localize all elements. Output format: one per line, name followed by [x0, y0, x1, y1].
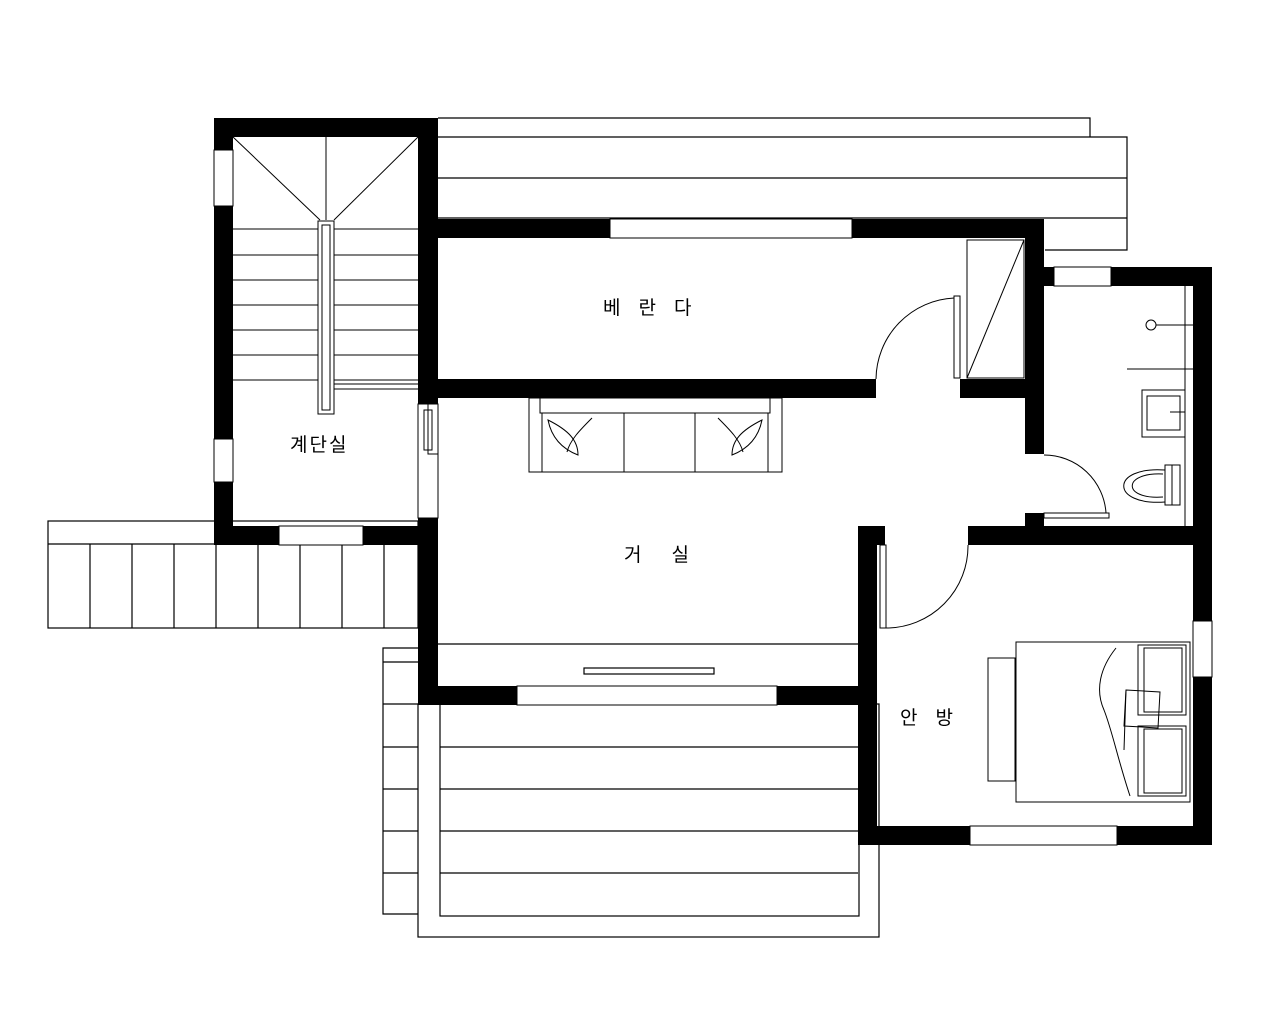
room-label-living-room: 거 실 [624, 544, 696, 566]
bathroom-fixtures [1123, 286, 1193, 526]
door-openings [417, 378, 1045, 546]
room-label-veranda: 베 란 다 [603, 297, 698, 319]
entrance-steps [382, 647, 418, 915]
washbasin-icon [1141, 389, 1186, 438]
room-label-master-bedroom: 안 방 [900, 707, 959, 729]
sofa-icon [528, 397, 783, 473]
stairwell-door [417, 403, 439, 519]
bed-icon [1015, 641, 1191, 803]
room-label-stairwell: 계단실 [290, 434, 349, 456]
doors [875, 239, 1110, 629]
top-deck [438, 117, 1128, 251]
desk-icon [987, 657, 1016, 782]
staircase [232, 136, 419, 415]
